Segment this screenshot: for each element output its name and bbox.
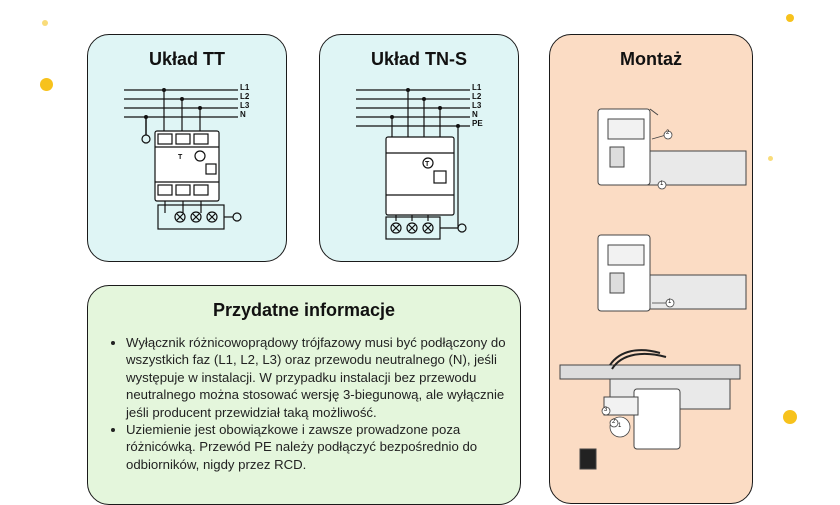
- line-label-l1: L1: [240, 83, 250, 92]
- line-label-l3: L3: [240, 101, 250, 110]
- decorative-dot: [768, 156, 773, 161]
- callout-1: 1: [660, 181, 664, 187]
- callout-2: 2: [612, 419, 616, 425]
- card-title-info: Przydatne informacje: [212, 300, 396, 320]
- montage-step-1: [597, 108, 747, 186]
- callout-2: 2: [666, 130, 670, 136]
- line-label-l1: L1: [472, 83, 482, 92]
- decorative-dot: [783, 410, 797, 424]
- scheme-card-tt: Układ TT: [87, 34, 287, 262]
- svg-text:T: T: [425, 161, 430, 168]
- line-label-l2: L2: [472, 92, 482, 101]
- montage-step-3: [559, 364, 741, 470]
- montage-illustrations: [559, 108, 747, 470]
- decorative-dot: [786, 14, 794, 22]
- montage-card: Montaż: [549, 34, 753, 504]
- wiring-diagram-tt: T: [124, 88, 242, 230]
- card-title-tt: Układ TT: [148, 49, 225, 69]
- decorative-dot: [40, 78, 53, 91]
- line-label-l3: L3: [472, 101, 482, 110]
- card-title-tns: Układ TN-S: [370, 49, 467, 69]
- callout-3: 3: [604, 407, 608, 413]
- line-label-n: N: [240, 110, 246, 119]
- montage-step-2: [597, 234, 747, 312]
- line-label-n: N: [472, 110, 478, 119]
- callout-1: 1: [618, 423, 622, 429]
- wiring-diagram-tns: T: [356, 88, 470, 240]
- info-bullet-list: Wyłącznik różnicowoprądowy trójfazowy mu…: [106, 334, 526, 473]
- info-bullet: Uziemienie jest obowiązkowe i zawsze pro…: [126, 421, 526, 473]
- decorative-dot: [42, 20, 48, 26]
- callout-1: 1: [668, 299, 672, 305]
- info-card: Przydatne informacje Wyłącznik różnicowo…: [87, 285, 521, 505]
- line-label-pe: PE: [472, 119, 483, 128]
- svg-text:T: T: [178, 154, 183, 161]
- card-title-montage: Montaż: [620, 49, 682, 69]
- info-bullet: Wyłącznik różnicowoprądowy trójfazowy mu…: [126, 334, 526, 421]
- scheme-card-tns: Układ TN-S: [319, 34, 519, 262]
- line-label-l2: L2: [240, 92, 250, 101]
